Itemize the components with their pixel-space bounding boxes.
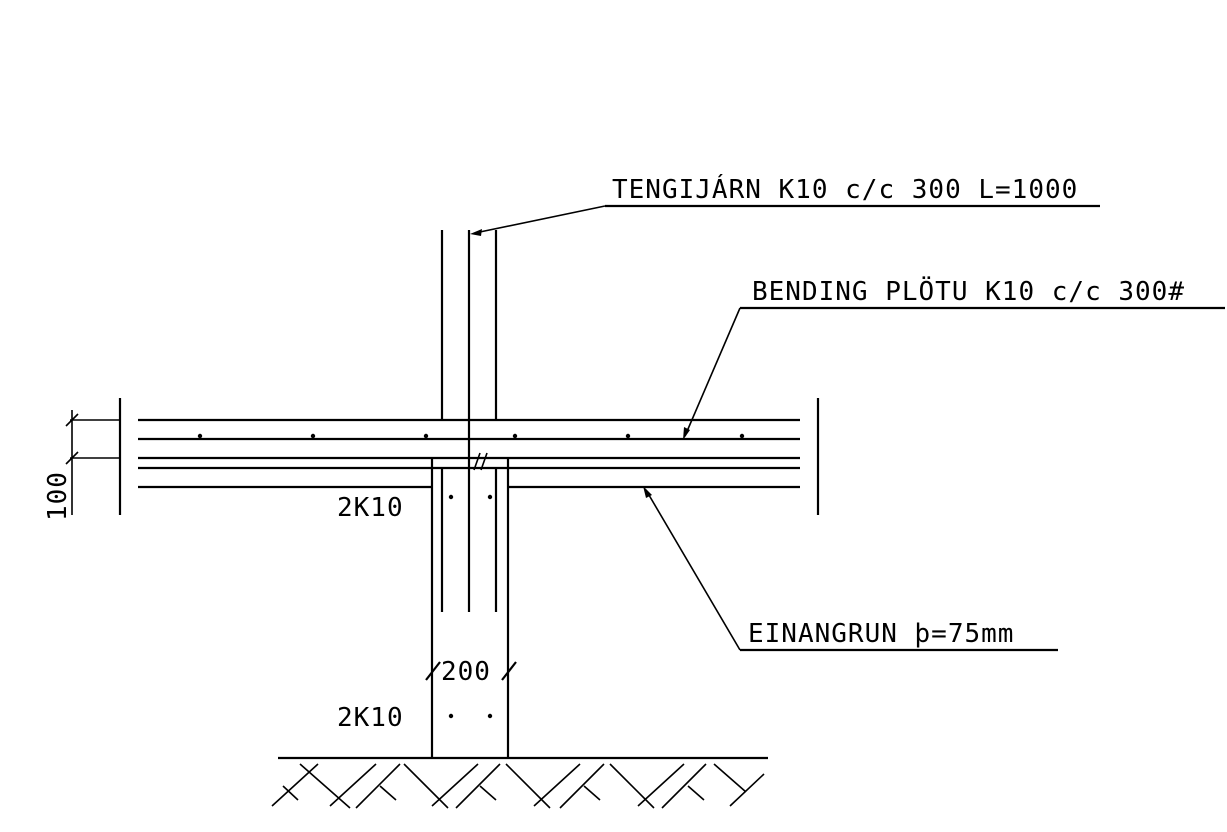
slab-rebar-label: BENDING PLÖTU K10 c/c 300# [752,275,1185,307]
wall-width-dimension: 200 [441,657,491,687]
ground-hatch [271,756,768,809]
wall-rebar-dots [448,494,493,719]
bottom-rebar-label: 2K10 [337,703,404,733]
dimension-marks [65,410,517,681]
leader-lines [470,204,1225,652]
tie-bar-label: TENGIJÁRN K10 c/c 300 L=1000 [612,173,1078,205]
top-rebar-label: 2K10 [337,493,404,523]
slab-rebar-dots [197,433,745,439]
tie-bars [440,230,498,612]
slab-thickness-dimension: 100 [43,471,73,521]
insulation-label: EINANGRUN þ=75mm [748,619,1014,649]
foundation-wall [430,458,510,758]
